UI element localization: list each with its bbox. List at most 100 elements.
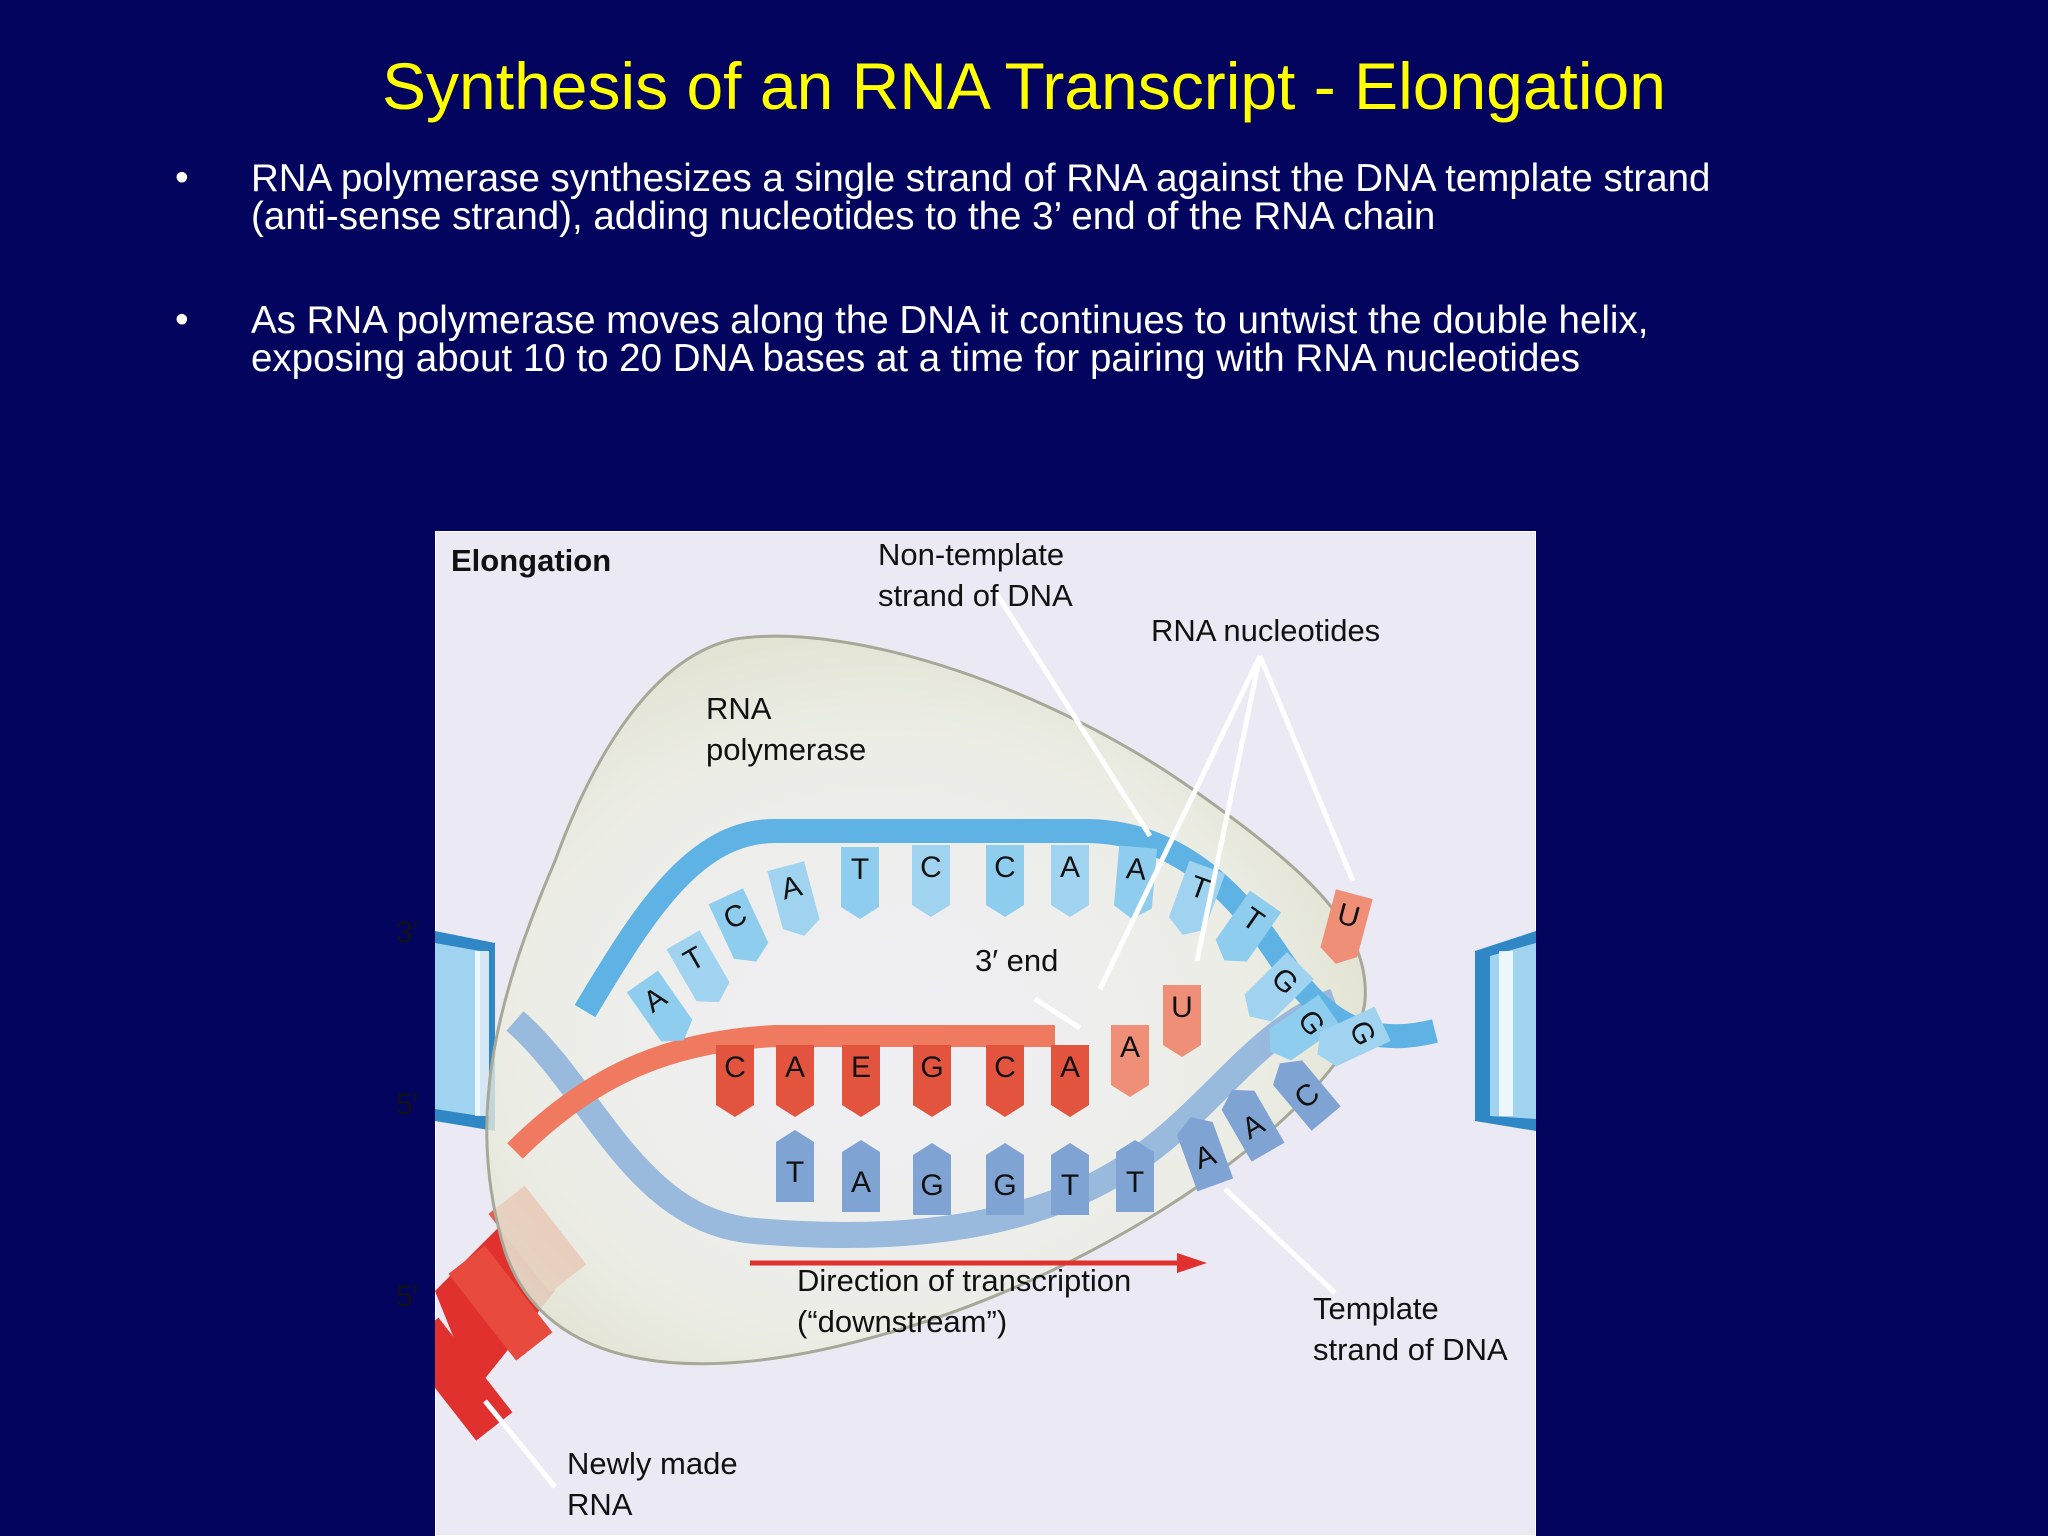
template-base-letter: G <box>920 1169 943 1202</box>
upstream-dna-end <box>435 931 495 1131</box>
nontemplate-base-shape <box>986 845 1024 917</box>
slide-title: Synthesis of an RNA Transcript - Elongat… <box>382 49 1666 123</box>
template-base-shape <box>1273 1060 1341 1131</box>
label-template-line-1: Template <box>1313 1291 1439 1326</box>
template-base-letter: T <box>1061 1169 1079 1202</box>
label-rna-nucleotides: RNA nucleotides <box>1151 613 1380 648</box>
nontemplate-base: C <box>708 888 769 962</box>
rna-base: E <box>842 1045 880 1117</box>
nontemplate-base: T <box>666 930 730 1003</box>
strand-end-5prime-bottom: 5′ <box>396 1280 419 1313</box>
bullet-marker: • <box>175 298 189 341</box>
rna-base-letter: G <box>920 1051 943 1084</box>
template-base: A <box>842 1140 880 1212</box>
template-base-shape <box>842 1140 880 1212</box>
nontemplate-base-shape <box>666 930 730 1003</box>
nontemplate-base-shape <box>626 970 693 1042</box>
rna-base: G <box>913 1045 951 1117</box>
label-3-end: 3′ end <box>975 943 1058 978</box>
label-template-line-2: strand of DNA <box>1313 1332 1508 1367</box>
template-base-shape <box>1221 1089 1285 1162</box>
nontemplate-base: T <box>1168 860 1226 935</box>
label-direction-line-1: Direction of transcription <box>797 1263 1131 1298</box>
nontemplate-base-shape <box>841 847 879 919</box>
template-base: T <box>1051 1143 1089 1215</box>
strand-end-3prime-top: 3′ <box>396 916 419 949</box>
rna-base-shape <box>1051 1045 1089 1117</box>
incoming-nucleotide-shape <box>1111 1025 1149 1097</box>
template-base: T <box>1116 1140 1154 1212</box>
bullet-2-line-1: As RNA polymerase moves along the DNA it… <box>251 299 1649 342</box>
nontemplate-base-shape <box>1269 994 1341 1061</box>
template-base: G <box>986 1143 1024 1215</box>
template-base-shape <box>1176 1117 1234 1192</box>
incoming-nucleotide: A <box>1111 1025 1149 1097</box>
incoming-rna-nucleotides: AUU <box>1111 889 1373 1097</box>
label-polymerase-line-1: RNA <box>706 691 772 726</box>
direction-arrow <box>750 1253 1207 1273</box>
bullet-marker: • <box>175 156 189 199</box>
rna-base: C <box>986 1045 1024 1117</box>
nontemplate-base: A <box>767 861 820 936</box>
nontemplate-base-shape <box>1113 845 1158 919</box>
template-base-letter: T <box>1126 1166 1144 1199</box>
leader-lines <box>483 589 1356 1489</box>
nontemplate-base-shape <box>1244 952 1314 1022</box>
bullet-2-line-2: exposing about 10 to 20 DNA bases at a t… <box>251 337 1581 380</box>
template-base: A <box>1221 1089 1285 1162</box>
template-base-letter: T <box>786 1156 804 1189</box>
bullet-1-line-2: (anti-sense strand), adding nucleotides … <box>251 195 1436 238</box>
rna-base: C <box>716 1045 754 1117</box>
template-base: C <box>1273 1060 1341 1131</box>
rna-base-shape <box>842 1045 880 1117</box>
template-base-letter: A <box>851 1166 871 1199</box>
rna-base-letter: C <box>724 1051 746 1084</box>
nontemplate-base: T <box>1215 890 1282 962</box>
bullet-2-text: As RNA polymerase moves along the DNA it… <box>251 299 1811 380</box>
template-base-shape <box>776 1130 814 1202</box>
template-base: A <box>1176 1117 1234 1192</box>
nontemplate-base-letter: A <box>1125 852 1148 887</box>
template-base-shape <box>986 1143 1024 1215</box>
label-newly-made-rna-line-2: RNA <box>567 1487 633 1522</box>
template-base: G <box>913 1143 951 1215</box>
leader-template <box>1223 1187 1337 1295</box>
nontemplate-base-letter: C <box>994 851 1016 884</box>
downstream-dna-end <box>1475 931 1536 1131</box>
template-base: T <box>776 1130 814 1202</box>
nontemplate-base-shape <box>1215 890 1282 962</box>
nontemplate-base-shape <box>912 845 950 917</box>
leader-newly-made-rna <box>483 1399 557 1489</box>
nontemplate-base-shape <box>708 888 769 962</box>
bullet-1-text: RNA polymerase synthesizes a single stra… <box>251 157 1811 238</box>
nontemplate-base: A <box>626 970 693 1042</box>
rna-base-shape <box>716 1045 754 1117</box>
rna-backbone <box>507 1025 1055 1159</box>
nontemplate-base: C <box>986 845 1024 917</box>
template-base-shape <box>1116 1140 1154 1212</box>
nontemplate-base-letter: A <box>1060 851 1080 884</box>
template-base-letter: G <box>993 1169 1016 1202</box>
incoming-nucleotide: U <box>1163 985 1201 1057</box>
nontemplate-base: G <box>1317 1006 1391 1067</box>
leader-3-end <box>1033 996 1082 1031</box>
bullet-1-line-1: RNA polymerase synthesizes a single stra… <box>251 157 1711 200</box>
rna-base: A <box>776 1045 814 1117</box>
rna-base-shape <box>986 1045 1024 1117</box>
label-newly-made-rna-line-1: Newly made <box>567 1446 738 1481</box>
nontemplate-base: T <box>841 847 879 919</box>
template-strand-backbone <box>506 988 1340 1249</box>
nontemplate-base-letter: C <box>920 851 942 884</box>
nontemplate-base: A <box>1051 845 1089 917</box>
leader-rna-nucleotides-1 <box>1097 654 1263 991</box>
nontemplate-base: A <box>1113 845 1158 919</box>
incoming-nucleotide: U <box>1320 889 1373 964</box>
rna-base: A <box>1051 1045 1089 1117</box>
nontemplate-base: G <box>1244 952 1314 1022</box>
incoming-nucleotide-shape <box>1320 889 1373 964</box>
leader-rna-nucleotides-2 <box>1194 655 1263 962</box>
